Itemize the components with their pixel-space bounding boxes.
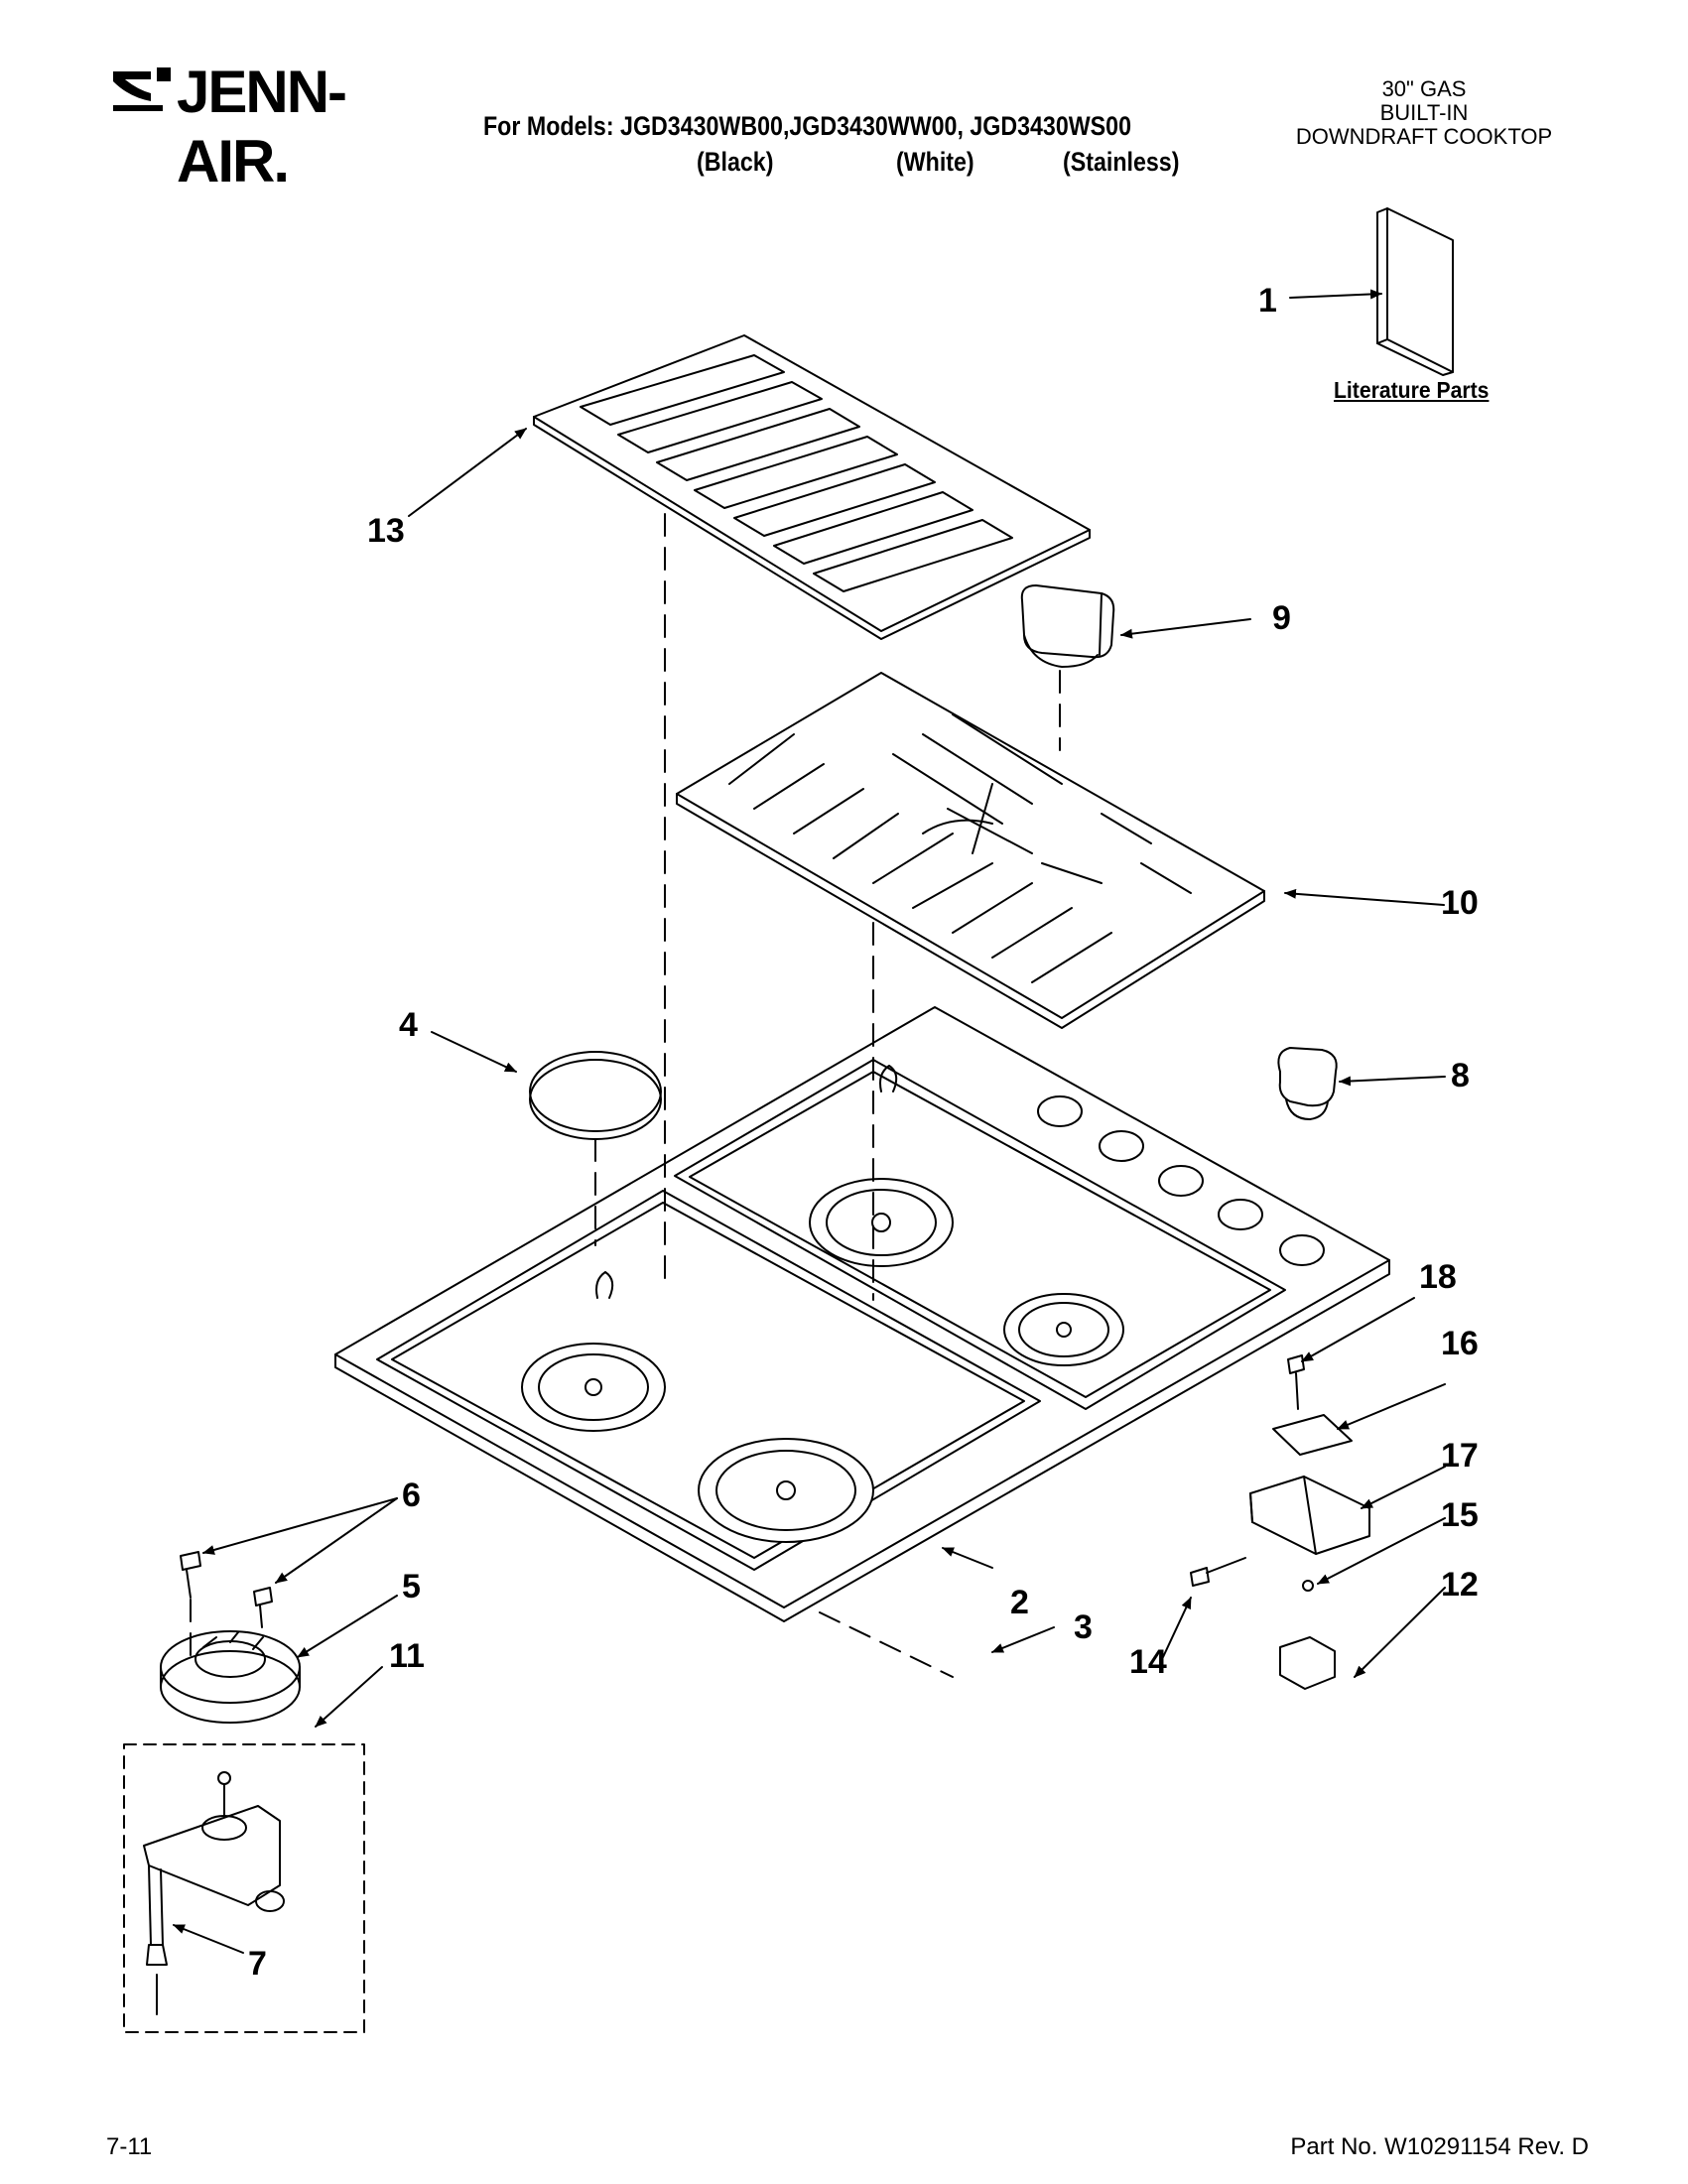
callout-7: 7 <box>248 1945 267 1983</box>
product-description: 30" GAS BUILT-IN DOWNDRAFT COOKTOP <box>1260 77 1588 149</box>
callout-1: 1 <box>1258 282 1277 320</box>
brand-logo: JENN-AIR. <box>111 58 454 194</box>
downdraft-grate <box>533 334 1091 640</box>
literature-parts-label: Literature Parts <box>1334 377 1490 403</box>
callout-12: 12 <box>1441 1566 1479 1604</box>
callout-10: 10 <box>1441 884 1479 922</box>
callout-18: 18 <box>1419 1258 1457 1296</box>
ignition-parts <box>1190 1354 1370 1690</box>
callout-6: 6 <box>402 1477 421 1514</box>
literature-booklet <box>1376 207 1454 376</box>
product-line-3: DOWNDRAFT COOKTOP <box>1295 124 1553 149</box>
callout-15: 15 <box>1441 1496 1479 1534</box>
callout-9: 9 <box>1272 599 1291 637</box>
callout-17: 17 <box>1441 1437 1479 1475</box>
callout-13: 13 <box>367 512 405 550</box>
knob-9 <box>1020 584 1115 668</box>
product-line-1: 30" GAS <box>1381 76 1467 101</box>
callout-3: 3 <box>1074 1608 1093 1646</box>
valve-assembly-box <box>123 1743 365 2033</box>
variant-stainless: (Stainless) <box>1063 147 1180 177</box>
burner-base-5 <box>160 1630 301 1724</box>
burner-cap-4 <box>529 1051 662 1140</box>
date-code: 7-11 <box>106 2133 153 2160</box>
knob-8 <box>1277 1047 1338 1120</box>
callout-14: 14 <box>1129 1643 1167 1681</box>
models-line: For Models: JGD3430WB00,JGD3430WW00, JGD… <box>483 111 1131 141</box>
callout-11: 11 <box>389 1637 425 1675</box>
brand-name: JENN-AIR. <box>177 59 347 194</box>
burner-grate <box>676 672 1265 1029</box>
part-number: Part No. W10291154 Rev. D <box>1290 2133 1589 2160</box>
callout-16: 16 <box>1441 1325 1479 1362</box>
jenn-air-logo-icon <box>113 67 171 111</box>
callout-2: 2 <box>1010 1584 1029 1621</box>
variant-black: (Black) <box>697 147 774 177</box>
callout-8: 8 <box>1451 1057 1470 1094</box>
cooktop-main <box>334 1006 1390 1622</box>
variant-white: (White) <box>896 147 974 177</box>
callout-5: 5 <box>402 1568 421 1606</box>
callout-4: 4 <box>399 1006 418 1044</box>
screws-6 <box>180 1551 273 1628</box>
product-line-2: BUILT-IN <box>1379 100 1469 125</box>
